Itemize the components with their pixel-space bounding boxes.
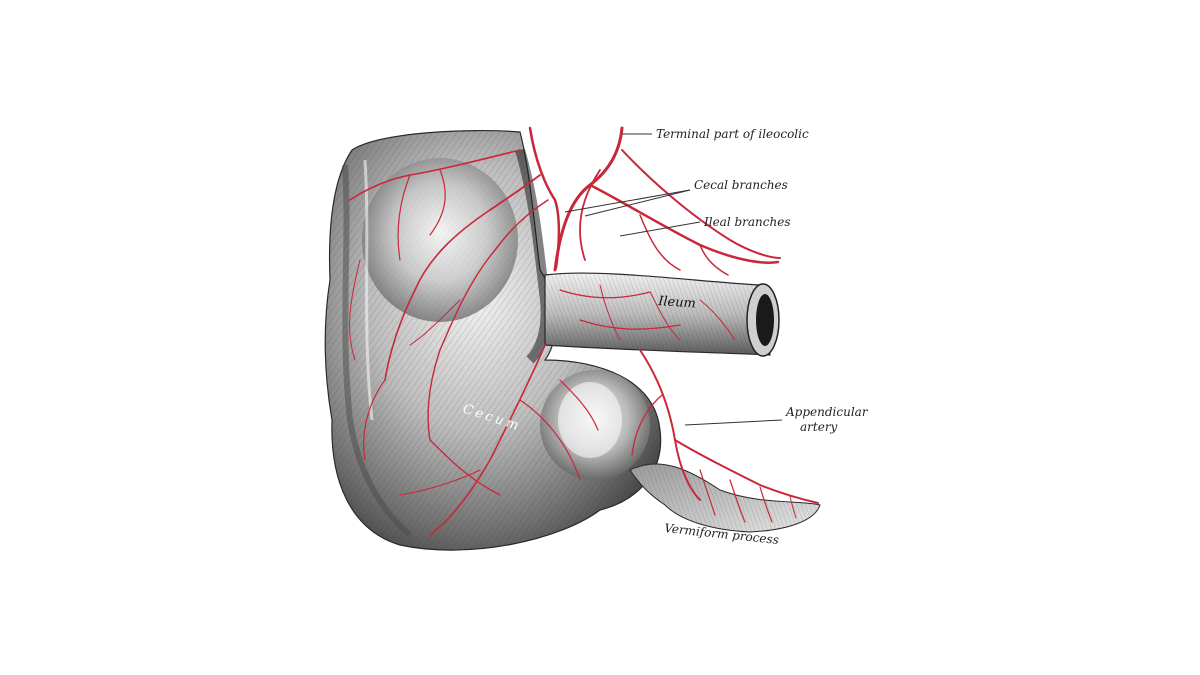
arteries [349, 126, 819, 536]
label-text: Ileal branches [703, 215, 791, 229]
vermiform-process-organ [629, 463, 821, 533]
cecum-organ [324, 129, 662, 551]
label-text-line2: artery [800, 420, 838, 434]
leader-line [564, 189, 691, 213]
leader-line [684, 419, 783, 426]
label-text: Cecal branches [694, 178, 788, 192]
label-cecal-branches: Cecal branches [564, 178, 788, 217]
label-ileal-branches: Ileal branches [619, 215, 791, 237]
leader-line [584, 189, 691, 217]
leader-line [619, 221, 701, 237]
label-text-line1: Appendicular [785, 405, 869, 419]
ileum-organ [544, 272, 780, 357]
label-ileum: Ileum [657, 294, 697, 312]
label-appendicular-artery: Appendicular artery [684, 405, 869, 434]
label-terminal-ileocolic: Terminal part of ileocolic [622, 127, 809, 141]
label-text: Terminal part of ileocolic [656, 127, 809, 141]
